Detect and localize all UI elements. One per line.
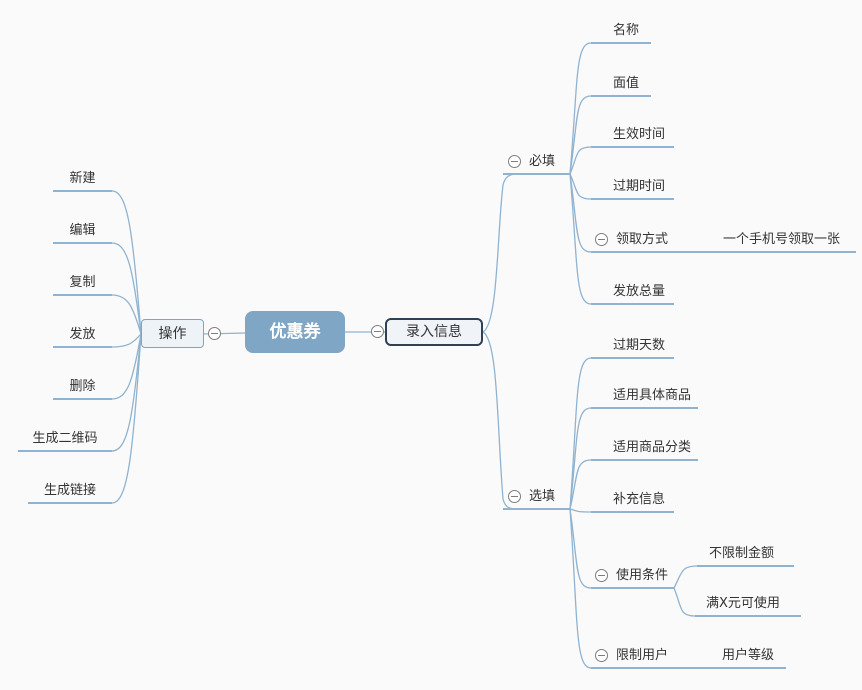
collapse-icon[interactable] (208, 327, 221, 340)
collapse-icon[interactable] (595, 649, 608, 662)
node-extra-info[interactable]: 补充信息 (591, 487, 674, 513)
node-label: 过期天数 (613, 338, 666, 353)
node-label: 优惠券 (269, 321, 321, 342)
node-label: 生效时间 (613, 127, 666, 142)
node-generate-link[interactable]: 生成链接 (28, 478, 112, 504)
node-coupon[interactable]: 优惠券 (245, 311, 345, 353)
collapse-icon[interactable] (508, 155, 521, 168)
node-applicable-categories[interactable]: 适用商品分类 (591, 435, 698, 461)
node-label: 不限制金额 (709, 546, 775, 561)
node-effective-time[interactable]: 生效时间 (591, 122, 674, 148)
node-label: 录入信息 (406, 324, 462, 340)
collapse-icon[interactable] (371, 325, 384, 338)
node-label: 发放总量 (613, 284, 666, 299)
node-create[interactable]: 新建 (53, 166, 112, 192)
collapse-icon[interactable] (595, 569, 608, 582)
node-label: 补充信息 (613, 492, 666, 507)
node-delete[interactable]: 删除 (53, 374, 112, 400)
node-label: 一个手机号领取一张 (723, 232, 841, 247)
node-one-per-phone[interactable]: 一个手机号领取一张 (715, 227, 856, 253)
node-label: 面值 (613, 76, 640, 91)
collapse-icon[interactable] (595, 233, 608, 246)
node-label: 复制 (69, 275, 96, 290)
node-required[interactable]: 必填 (503, 149, 570, 175)
node-user-level[interactable]: 用户等级 (713, 643, 786, 669)
node-copy[interactable]: 复制 (53, 270, 112, 296)
node-label: 适用商品分类 (613, 440, 692, 455)
node-expiry-time[interactable]: 过期时间 (591, 174, 674, 200)
node-distribute[interactable]: 发放 (53, 322, 112, 348)
node-label: 限制用户 (616, 648, 669, 663)
node-usage-conditions[interactable]: 使用条件 (591, 563, 674, 589)
node-label: 领取方式 (616, 232, 669, 247)
collapse-icon[interactable] (508, 490, 521, 503)
node-label: 用户等级 (722, 648, 775, 663)
node-label: 操作 (158, 325, 187, 342)
node-label: 新建 (69, 171, 96, 186)
node-label: 适用具体商品 (613, 388, 692, 403)
node-applicable-products[interactable]: 适用具体商品 (591, 383, 698, 409)
node-min-spend[interactable]: 满X元可使用 (695, 591, 801, 617)
node-label: 删除 (69, 379, 96, 394)
node-label: 过期时间 (613, 179, 666, 194)
node-label: 使用条件 (616, 568, 669, 583)
node-claim-method[interactable]: 领取方式 (591, 227, 715, 253)
node-label: 选填 (529, 489, 556, 504)
node-user-restriction[interactable]: 限制用户 (591, 643, 713, 669)
node-label: 编辑 (69, 223, 96, 238)
node-face-value[interactable]: 面值 (591, 71, 651, 97)
node-label: 生成二维码 (32, 431, 98, 446)
node-name[interactable]: 名称 (591, 18, 651, 44)
node-label: 发放 (69, 327, 96, 342)
node-label: 满X元可使用 (706, 596, 780, 611)
node-expiry-days[interactable]: 过期天数 (591, 333, 674, 359)
node-no-amount-limit[interactable]: 不限制金额 (697, 541, 794, 567)
node-edit[interactable]: 编辑 (53, 218, 112, 244)
node-generate-qrcode[interactable]: 生成二维码 (18, 426, 112, 452)
node-label: 必填 (529, 154, 556, 169)
node-input-info[interactable]: 录入信息 (385, 318, 483, 346)
node-label: 生成链接 (43, 483, 96, 498)
node-total-quantity[interactable]: 发放总量 (591, 279, 674, 305)
node-label: 名称 (613, 23, 640, 38)
node-optional[interactable]: 选填 (503, 484, 570, 510)
node-operations[interactable]: 操作 (141, 319, 204, 348)
